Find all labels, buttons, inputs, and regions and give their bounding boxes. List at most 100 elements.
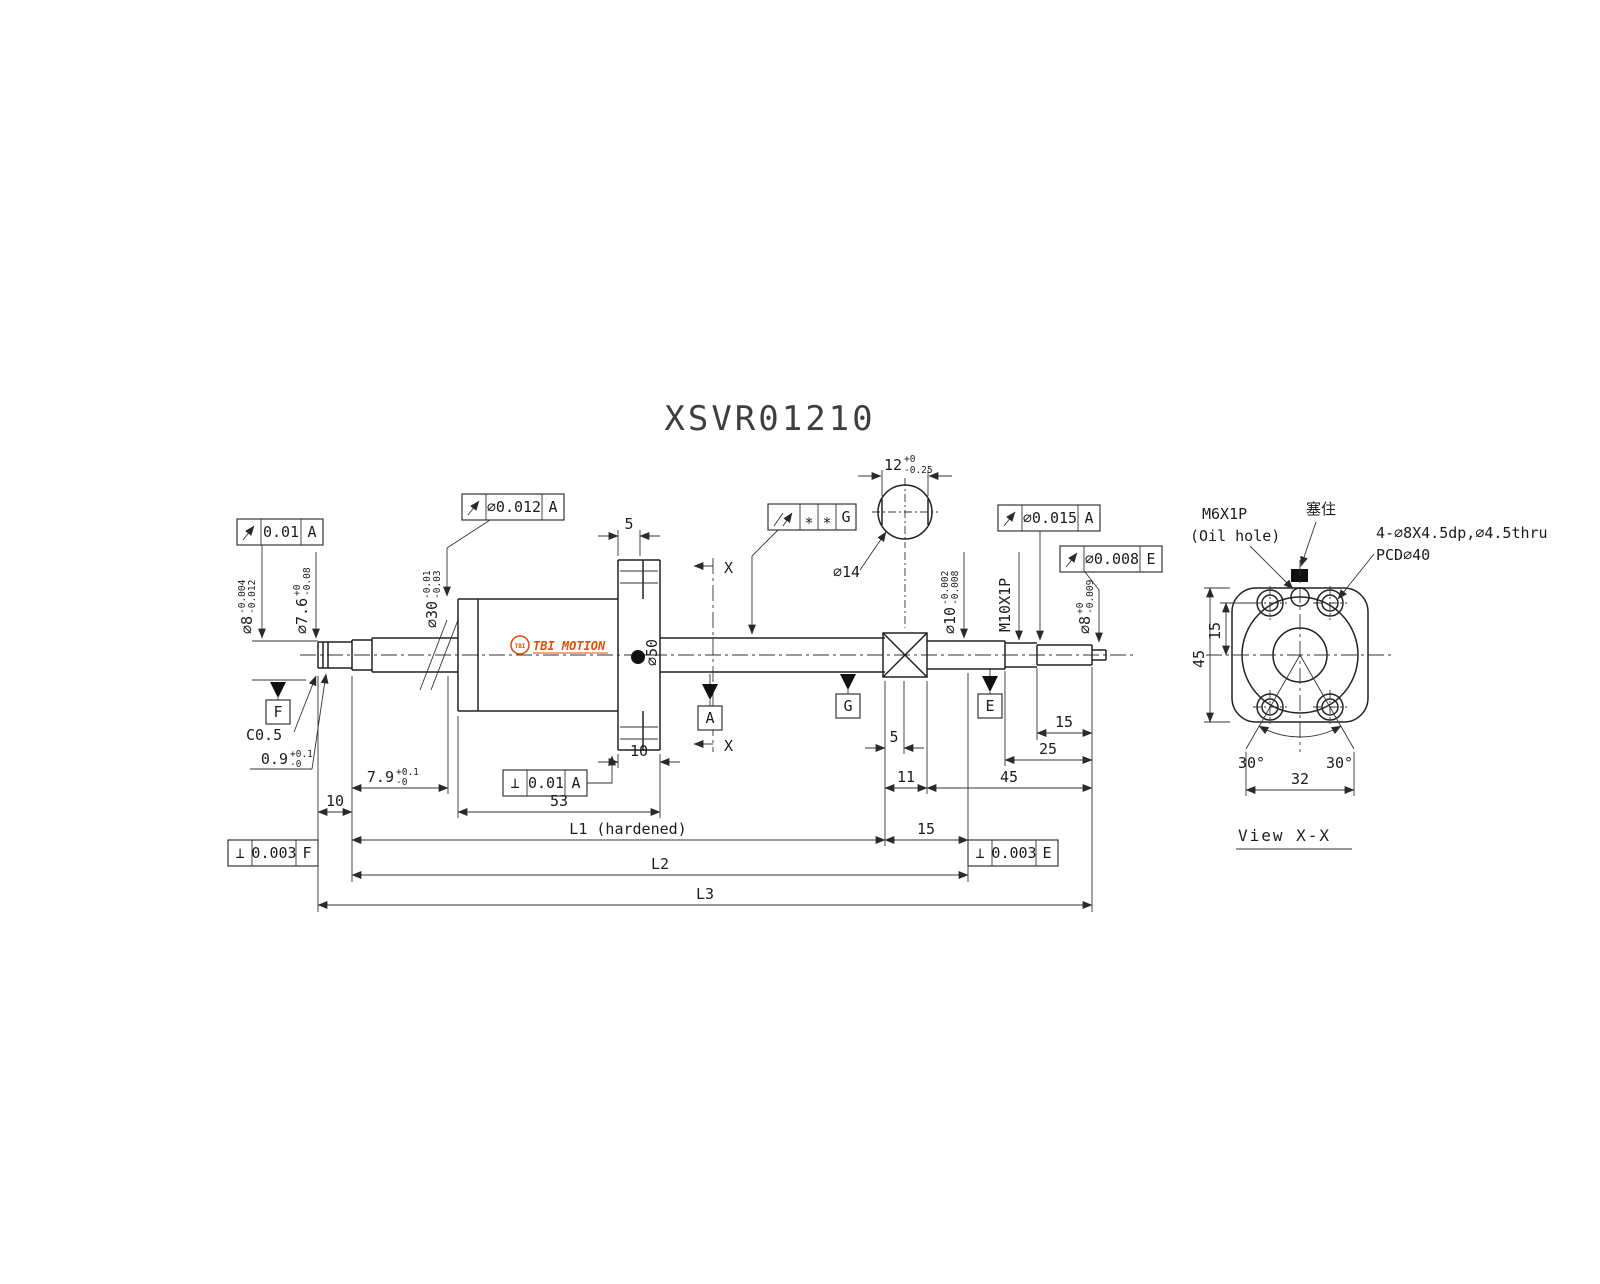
dim-right15: 15	[1055, 713, 1073, 731]
dia8-right-main: ⌀8	[1076, 616, 1094, 634]
dia76-low: -0.08	[302, 567, 313, 596]
logo-wordmark: TBI MOTION	[533, 639, 606, 653]
dim-15-mid: 15	[917, 820, 935, 838]
datum-e: E	[977, 669, 1003, 719]
pcd-label: PCD⌀40	[1376, 546, 1430, 564]
fcf-left-runout-tol: 0.01	[263, 523, 299, 541]
ballnut	[457, 559, 661, 751]
view-xx-label: View X-X	[1238, 826, 1331, 845]
fcf-mid-runout-datum: G	[841, 508, 850, 526]
total-runout-icon	[773, 513, 792, 527]
extension-lines	[317, 530, 1093, 912]
dim-dia50: ⌀50	[643, 639, 661, 666]
fcf-right-runout-a-datum: A	[1084, 509, 1093, 527]
dim-sq5: 5	[889, 728, 898, 746]
dim-dia76: ⌀7.6 +0 -0.08	[292, 567, 313, 634]
bolt-hole-tr	[1313, 586, 1347, 620]
fcf-perp-a: ⊥ 0.01 A	[502, 755, 616, 797]
dim-l1: L1 (hardened)	[569, 820, 686, 838]
perpendicularity-icon: ⊥	[510, 774, 519, 792]
section-x-bottom-label: X	[724, 737, 733, 755]
groove-callout: 0.9 +0.1 -0	[250, 673, 329, 770]
fcf-mid-runout: * * G	[748, 504, 857, 635]
fcf-perp-e: ⊥ 0.003 E	[967, 839, 1059, 867]
brand-logo: TBI TBI MOTION	[510, 635, 608, 655]
dim-flat12-low: -0.25	[904, 465, 933, 476]
dim-dia8-right: ⌀8 +0 -0.009	[1075, 579, 1096, 634]
bolt-hole-tl	[1253, 586, 1287, 620]
holes-label: 4-⌀8X4.5dp,⌀4.5thru	[1376, 524, 1548, 542]
angle-right-text: 30°	[1326, 754, 1353, 772]
dia8-right-low: -0.009	[1085, 579, 1096, 614]
chamfer-callout: C0.5	[246, 675, 317, 744]
fcf-left-runout: 0.01 A	[236, 518, 324, 546]
dim-dia30: ⌀30 -0.01 -0.03	[422, 570, 443, 628]
bolt-hole-bl	[1253, 690, 1287, 724]
dim-dia8-left: ⌀8 -0.004 -0.012	[237, 579, 258, 634]
fcf-perp-a-datum: A	[571, 774, 580, 792]
dia76-up: +0	[292, 584, 303, 596]
dim-h45-text: 45	[1190, 650, 1208, 668]
circular-runout-icon	[467, 500, 480, 516]
groove-main: 0.9	[261, 750, 288, 768]
dim-flat12-text: 12	[884, 456, 902, 474]
dia10-up: -0.002	[940, 571, 951, 605]
logo-circle-text: TBI	[515, 643, 526, 650]
perpendicularity-icon: ⊥	[975, 844, 984, 862]
chamfer-text: C0.5	[246, 726, 282, 744]
fcf-perp-f-datum: F	[302, 844, 311, 862]
dia8-left-up: -0.004	[237, 579, 248, 614]
dim-right25: 25	[1039, 740, 1057, 758]
dim-v15-text: 15	[1206, 622, 1224, 640]
datum-e-letter: E	[985, 697, 994, 715]
circular-runout-icon	[242, 525, 255, 541]
perpendicularity-icon: ⊥	[235, 844, 244, 862]
datum-a: A	[697, 674, 723, 731]
dim-w32-text: 32	[1291, 770, 1309, 788]
circular-runout-icon	[1065, 552, 1078, 568]
dia8-left-main: ⌀8	[238, 616, 256, 634]
dim-flange-cb: 5	[624, 515, 633, 533]
dia76-main: ⌀7.6	[293, 598, 311, 634]
flat-detail: 12 +0 -0.25 ⌀14	[833, 454, 952, 581]
groove-up: +0.1	[290, 749, 313, 760]
dim-right45: 45	[1000, 768, 1018, 786]
dia30-main: ⌀30	[423, 601, 441, 628]
shaft-outline	[317, 619, 1107, 691]
section-cut: X X	[693, 558, 733, 755]
dimensions: 10 7.9 +0.1 -0 53 10 5 L1 (hardened) 15 …	[317, 515, 1093, 909]
fcf-perp-f-tol: 0.003	[251, 844, 296, 862]
dim-dia14-text: ⌀14	[833, 563, 860, 581]
fcf-right-runout-e-tol: ⌀0.008	[1085, 550, 1139, 568]
flange-bolt-holes	[620, 570, 658, 740]
fcf-perp-a-tol: 0.01	[528, 774, 564, 792]
dim-flat12-up: +0	[904, 454, 916, 465]
fcf-left-runout-datum: A	[307, 523, 316, 541]
dia10-main: ⌀10	[941, 607, 959, 634]
flange-oil-hole-dot	[631, 650, 645, 664]
datum-a-letter: A	[705, 709, 714, 727]
dim-journal-up: +0.1	[396, 767, 419, 778]
datum-g: G	[835, 674, 861, 719]
dim-m10: M10X1P	[996, 578, 1014, 632]
dim-tip-len: 10	[326, 792, 344, 810]
section-x-top-label: X	[724, 559, 733, 577]
end-view: 30° 30° 45 15 32 M6X1P (Oil hole) 塞住 4-⌀…	[1190, 500, 1548, 850]
fcf-nut-runout-datum: A	[548, 498, 557, 516]
datum-f-letter: F	[273, 703, 282, 721]
logo-circle-icon	[510, 635, 530, 655]
dia8-left-low: -0.012	[247, 580, 258, 614]
dim-journal-main: 7.9	[367, 768, 394, 786]
dia10-low: -0.008	[950, 570, 961, 605]
fcf-nut-runout: ⌀0.012 A	[446, 493, 565, 549]
fcf-right-runout-a: ⌀0.015 A	[997, 504, 1101, 641]
dim-sq11: 11	[897, 768, 915, 786]
dim-l3: L3	[696, 885, 714, 903]
break-lines	[419, 619, 459, 691]
fcf-perp-e-datum: E	[1042, 844, 1051, 862]
dia30-up: -0.01	[422, 570, 433, 599]
dim-nut-len: 53	[550, 792, 568, 810]
oilhole-m6-label: M6X1P	[1202, 505, 1247, 523]
fcf-perp-f: ⊥ 0.003 F	[227, 839, 319, 867]
